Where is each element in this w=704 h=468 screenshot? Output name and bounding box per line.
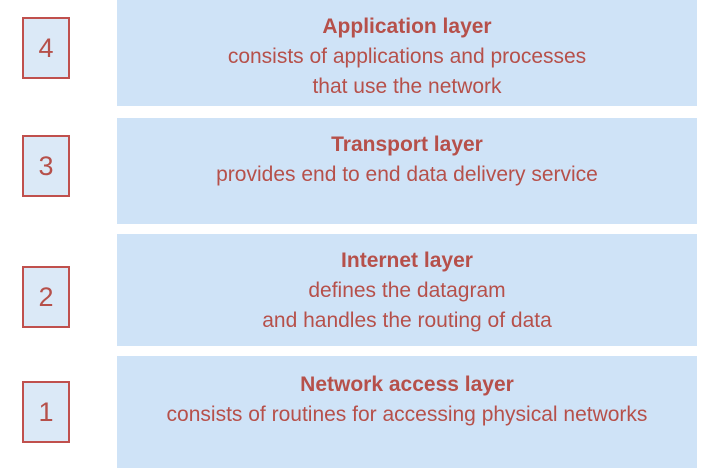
layer-2-number-box: 2: [22, 266, 70, 328]
network-access-layer-box: Network access layer consists of routine…: [117, 356, 697, 468]
layer-4-number: 4: [38, 32, 54, 63]
layer-1-number: 1: [38, 396, 54, 427]
layer-3-number-box: 3: [22, 135, 70, 197]
network-access-layer-title: Network access layer: [300, 373, 514, 396]
internet-layer-box: Internet layer defines the datagram and …: [117, 234, 697, 346]
internet-layer-line-1: defines the datagram: [308, 279, 506, 302]
transport-layer-title: Transport layer: [331, 133, 483, 156]
application-layer-title: Application layer: [322, 15, 492, 38]
application-layer-box: Application layer consists of applicatio…: [117, 0, 697, 106]
transport-layer-line-1: provides end to end data delivery servic…: [216, 163, 598, 186]
network-access-layer-line-1: consists of routines for accessing physi…: [166, 403, 648, 426]
internet-layer-title: Internet layer: [341, 249, 473, 272]
internet-layer-line-2: and handles the routing of data: [262, 309, 552, 332]
application-layer-line-1: consists of applications and processes: [227, 45, 587, 68]
transport-layer-box: Transport layer provides end to end data…: [117, 118, 697, 224]
layer-3-number: 3: [38, 150, 54, 181]
layer-1-number-box: 1: [22, 381, 70, 443]
layer-2-number: 2: [38, 281, 54, 312]
application-layer-line-2: that use the network: [312, 75, 502, 98]
layer-4-number-box: 4: [22, 17, 70, 79]
